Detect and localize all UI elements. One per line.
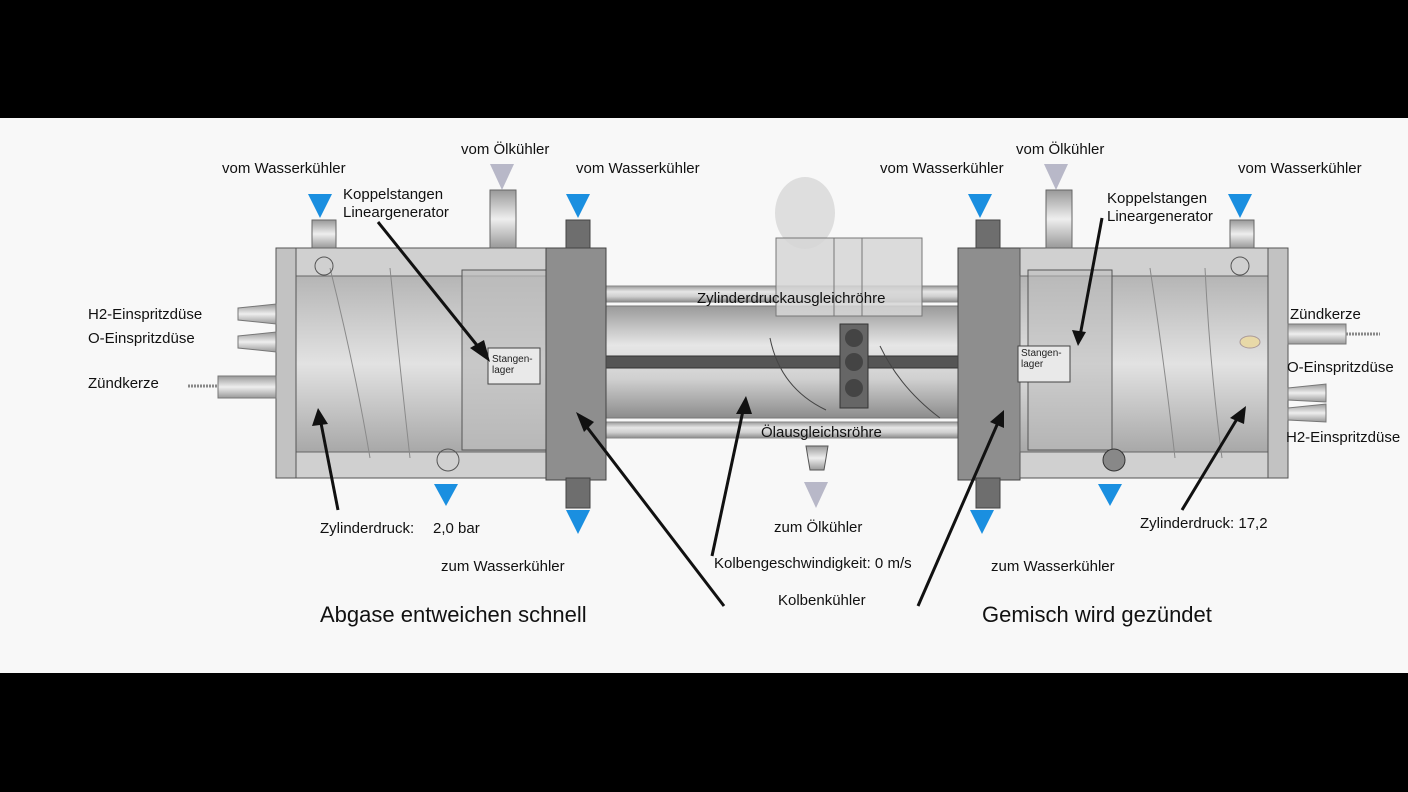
- label-kolbenkuehler: Kolbenkühler: [778, 592, 866, 609]
- label-o-einspritzduese-r: O-Einspritzdüse: [1287, 359, 1394, 376]
- label-vom-oelkuehler-l: vom Ölkühler: [461, 141, 550, 158]
- left-flange: [545, 247, 607, 481]
- label-zuendkerze-r: Zündkerze: [1290, 306, 1361, 323]
- label-vom-wasserkuehler-r1: vom Wasserkühler: [880, 160, 1004, 177]
- label-kolbengeschwindigkeit: Kolbengeschwindigkeit: 0 m/s: [714, 555, 912, 572]
- label-stangenlager-r: Stangen-lager: [1021, 348, 1062, 370]
- left-h2-nozzle: [237, 303, 277, 325]
- caption-gemisch: Gemisch wird gezündet: [982, 602, 1212, 627]
- right-o-nozzle: [1287, 383, 1327, 403]
- top-disc: [775, 177, 835, 249]
- label-vom-wasserkuehler-r2: vom Wasserkühler: [1238, 160, 1362, 177]
- diagram-canvas: vom Wasserkühler vom Ölkühler vom Wasser…: [0, 118, 1408, 673]
- label-vom-wasserkuehler-l2: vom Wasserkühler: [576, 160, 700, 177]
- label-h2-einspritzduese-r: H2-Einspritzdüse: [1286, 429, 1401, 446]
- label-oelausgleichsroehre: Ölausgleichsröhre: [761, 424, 882, 441]
- label-vom-wasserkuehler-l1: vom Wasserkühler: [222, 160, 346, 177]
- label-o-einspritzduese-l: O-Einspritzdüse: [88, 330, 195, 347]
- pointer-arrows: [312, 217, 1246, 607]
- label-zylinderdruck-r: Zylinderdruck: 17,2: [1140, 515, 1268, 532]
- label-zuendkerze-l: Zündkerze: [88, 375, 159, 392]
- label-h2-einspritzduese-l: H2-Einspritzdüse: [88, 306, 203, 323]
- label-vom-oelkuehler-r: vom Ölkühler: [1016, 141, 1105, 158]
- top-box: [775, 237, 923, 317]
- engine-drawing: [188, 164, 1380, 607]
- label-zum-wasserkuehler-l: zum Wasserkühler: [441, 558, 565, 575]
- left-o-nozzle: [237, 331, 277, 353]
- label-koppelstangen-l: Koppelstangen Lineargenerator: [343, 186, 449, 221]
- label-zylinderdruck-l: Zylinderdruck:: [320, 520, 415, 537]
- label-zum-wasserkuehler-r: zum Wasserkühler: [991, 558, 1115, 575]
- water-arrows: [308, 194, 1252, 534]
- right-h2-nozzle: [1287, 403, 1327, 423]
- caption-abgase: Abgase entweichen schnell: [320, 602, 587, 627]
- oil-outlet: [805, 445, 829, 471]
- label-stangenlager-l: Stangen-lager: [492, 354, 533, 376]
- label-koppelstangen-r: Koppelstangen Lineargenerator: [1107, 190, 1213, 225]
- label-zylinderdruckausgleichroehre: Zylinderdruckausgleichröhre: [697, 290, 886, 307]
- oil-arrows: [490, 164, 1068, 508]
- label-zylinderdruck-l-value: 2,0 bar: [433, 520, 480, 537]
- right-rod-bearing: [1017, 345, 1071, 383]
- label-zum-oelkuehler: zum Ölkühler: [774, 519, 863, 536]
- right-spark-plug: [1287, 323, 1347, 345]
- left-spark-plug: [217, 375, 277, 399]
- left-rod-bearing: [487, 347, 541, 385]
